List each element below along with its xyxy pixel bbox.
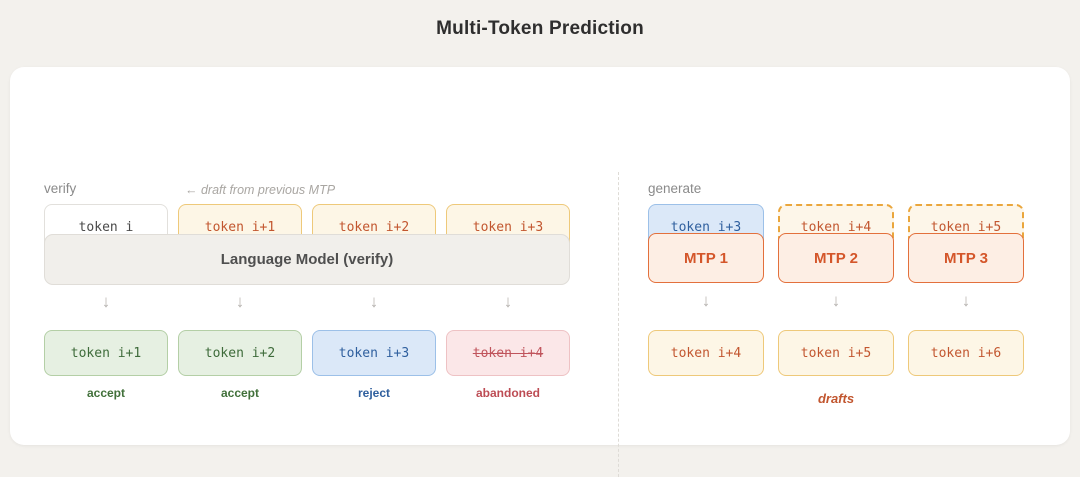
token-box[interactable]: token i+5 (778, 330, 894, 376)
drafts-caption: drafts (817, 391, 855, 406)
status-badge: accept (220, 386, 260, 400)
diagram-card: verify ← draft from previous MTP token i… (10, 67, 1070, 477)
arrow-down-icon: ↓ (831, 291, 841, 310)
arrow-down-icon: ↓ (701, 291, 711, 310)
token-box[interactable]: token i+1 (44, 330, 168, 376)
status-badge: abandoned (475, 386, 540, 400)
arrow-down-icon: ↓ (961, 291, 971, 310)
arrow-down-icon: ↓ (369, 292, 379, 311)
language-model-bar[interactable]: Language Model (verify) (44, 234, 570, 285)
token-box[interactable]: token i+4 (648, 330, 764, 376)
arrow-down-icon: ↓ (235, 292, 245, 311)
page-title: Multi-Token Prediction (436, 18, 644, 39)
token-box[interactable]: token i+4 (446, 330, 570, 376)
status-badge: accept (86, 386, 126, 400)
token-box[interactable]: token i+3 (312, 330, 436, 376)
arrow-down-icon: ↓ (101, 292, 111, 311)
arrow-down-icon: ↓ (503, 292, 513, 311)
mtp-head-box[interactable]: MTP 1 (648, 233, 764, 283)
verify-panel-label: verify (44, 181, 77, 196)
draft-from-previous-mtp-note: ← draft from previous MTP (185, 183, 336, 197)
generate-panel-label: generate (648, 181, 702, 196)
token-box[interactable]: token i+2 (178, 330, 302, 376)
status-badge: reject (357, 386, 391, 400)
mtp-head-box[interactable]: MTP 3 (908, 233, 1024, 283)
mtp-head-box[interactable]: MTP 2 (778, 233, 894, 283)
panel-divider (618, 172, 619, 477)
token-box[interactable]: token i+6 (908, 330, 1024, 376)
